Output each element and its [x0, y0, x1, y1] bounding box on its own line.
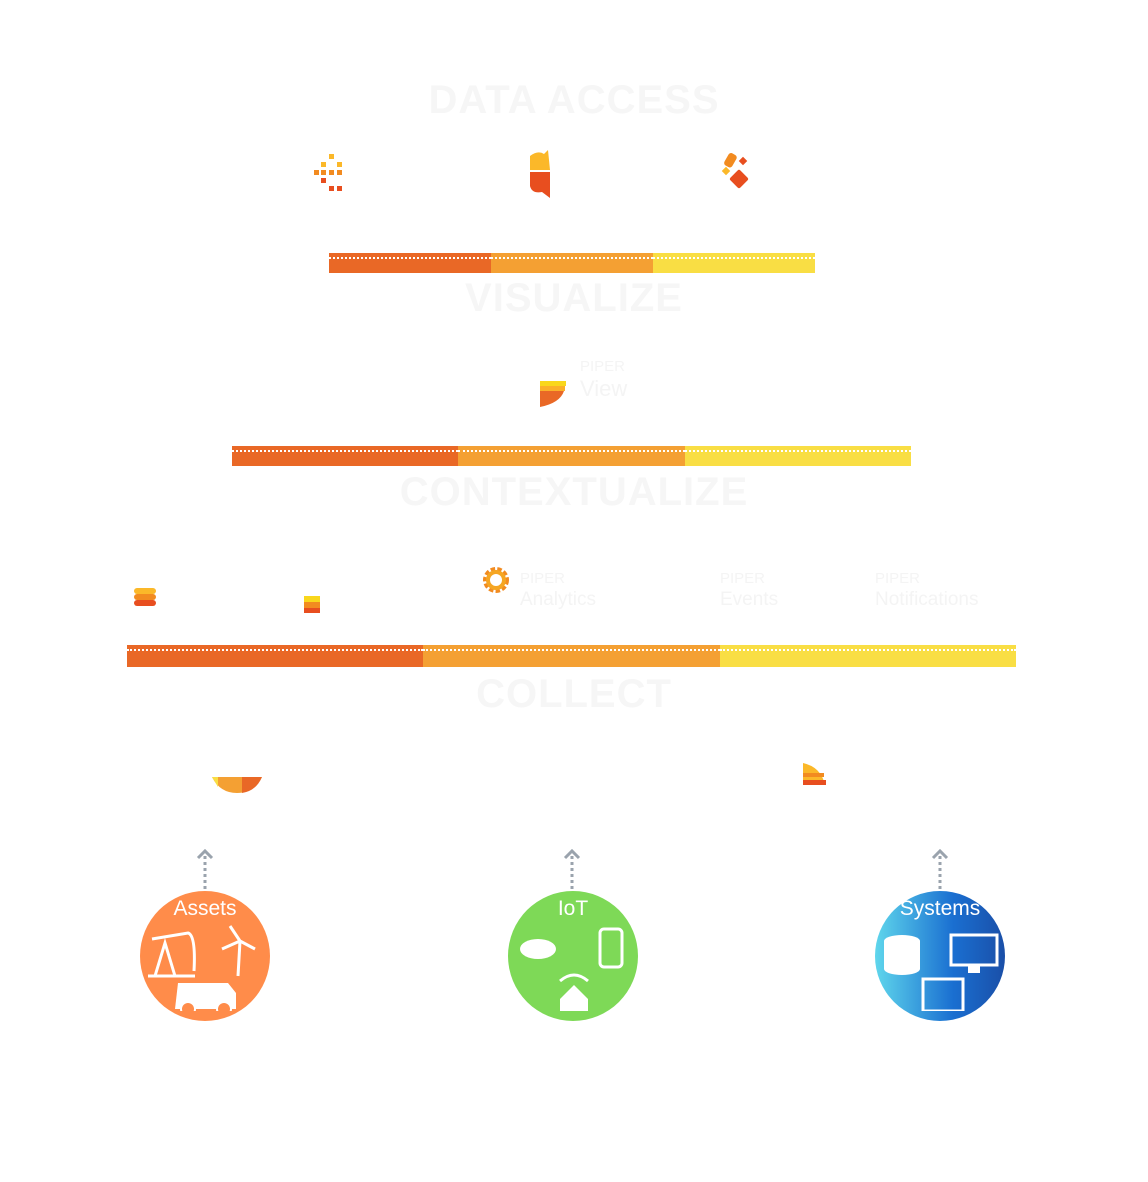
- piper-analytics-label: PIPER Analytics: [520, 570, 596, 612]
- diamond-shapes-icon: [721, 153, 749, 189]
- product-name: Analytics: [520, 589, 597, 610]
- puzzle-icon: [530, 150, 550, 198]
- layer-title-contextualize: CONTEXTUALIZE: [399, 470, 749, 514]
- layer-title-visualize: VISUALIZE: [465, 276, 683, 320]
- iot-label: IoT: [557, 897, 589, 920]
- systems-source: Systems: [875, 891, 1005, 1021]
- piper-events-label: PIPER Events: [720, 570, 778, 612]
- product-name: Notifications: [875, 589, 979, 610]
- arrow-up-icon: [196, 848, 214, 890]
- assets-source: Assets: [140, 891, 270, 1021]
- arrow-up-icon: [931, 848, 949, 890]
- piper-notifications-label: PIPER Notifications: [875, 570, 979, 612]
- brand-text: PIPER: [875, 570, 921, 587]
- industrial-assets-icon: [148, 925, 256, 1017]
- systems-servers-icon: [884, 933, 999, 1013]
- iot-devices-icon: [520, 927, 624, 1016]
- piper-view-label: PIPER View: [580, 358, 627, 402]
- product-name: View: [580, 376, 628, 401]
- brand-text: PIPER: [580, 358, 626, 375]
- data-access-bar: [329, 253, 815, 273]
- arrow-up-icon: [563, 848, 581, 890]
- contextualize-bar: [127, 645, 1016, 667]
- product-name: Events: [720, 589, 779, 610]
- database-icon: [134, 588, 156, 606]
- layers-icon: [304, 596, 320, 613]
- brand-text: PIPER: [520, 570, 566, 587]
- layer-title-collect: COLLECT: [476, 672, 672, 716]
- layer-title-data-access: DATA ACCESS: [428, 78, 720, 122]
- assets-label: Assets: [173, 897, 237, 920]
- piper-view-icon: [540, 381, 566, 407]
- grid-dots-icon: [314, 154, 342, 191]
- collect-left-icon: [212, 777, 262, 793]
- systems-label: Systems: [899, 897, 981, 920]
- brand-text: PIPER: [720, 570, 766, 587]
- iot-source: IoT: [508, 891, 638, 1021]
- gear-icon: [483, 567, 509, 593]
- collect-right-icon: [803, 763, 826, 785]
- visualize-bar: [232, 446, 911, 466]
